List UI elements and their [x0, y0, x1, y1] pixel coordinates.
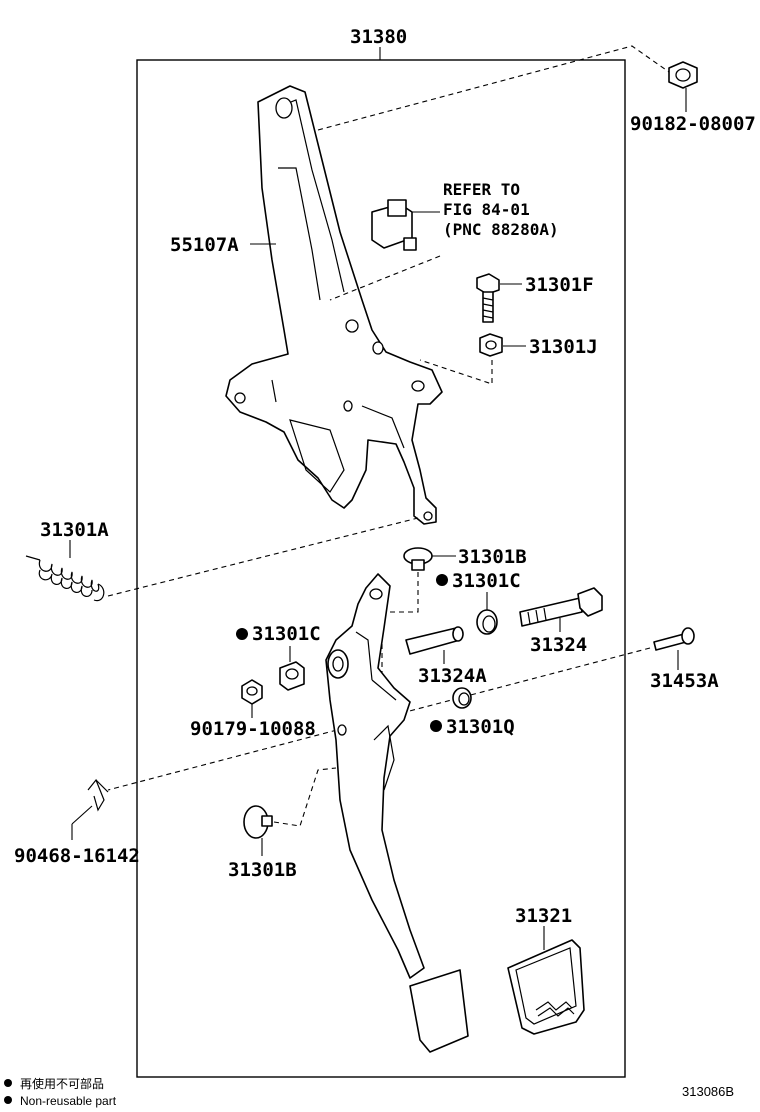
part-31301J-nut[interactable]	[479, 333, 503, 357]
part-31301C-left-bushing[interactable]	[279, 661, 305, 691]
label-31301Q[interactable]: 31301Q	[446, 716, 515, 738]
part-31453A-pin[interactable]	[653, 627, 695, 651]
marker-31301C-right	[436, 574, 448, 586]
label-90179-10088[interactable]: 90179-10088	[190, 718, 316, 740]
label-31321[interactable]: 31321	[515, 905, 572, 927]
label-31301C-left[interactable]: 31301C	[252, 623, 321, 645]
part-90468-clip[interactable]	[87, 778, 109, 812]
dash-switch	[329, 255, 441, 301]
refer-line3: (PNC 88280A)	[443, 220, 559, 239]
refer-line2: FIG 84-01	[443, 200, 530, 219]
legend-marker-1	[4, 1079, 12, 1087]
label-31453A[interactable]: 31453A	[650, 670, 719, 692]
part-31301C-right-bushing[interactable]	[476, 609, 498, 635]
label-31301F[interactable]: 31301F	[525, 274, 594, 296]
label-90182-08007[interactable]: 90182-08007	[630, 113, 756, 135]
label-31324A[interactable]: 31324A	[418, 665, 487, 687]
label-31301A[interactable]: 31301A	[40, 519, 109, 541]
part-31324-bolt[interactable]	[519, 587, 603, 627]
label-31301C-right[interactable]: 31301C	[452, 570, 521, 592]
part-31301B-top-stopper[interactable]	[403, 547, 433, 571]
dash-31301B-bottom	[273, 767, 337, 827]
label-31301J[interactable]: 31301J	[529, 336, 598, 358]
part-31301A-spring[interactable]	[25, 555, 105, 602]
part-31301B-bottom-stopper[interactable]	[243, 805, 273, 839]
label-31380[interactable]: 31380	[350, 26, 407, 48]
part-90182-nut[interactable]	[668, 61, 698, 89]
dash-31301J	[419, 359, 493, 385]
part-31321-pedal-pad[interactable]	[507, 939, 585, 1035]
part-brake-pedal-arm[interactable]	[325, 573, 469, 1053]
dash-31301B-top	[381, 572, 419, 690]
legend-marker-2	[4, 1096, 12, 1104]
label-31324[interactable]: 31324	[530, 634, 587, 656]
part-55107A-bracket[interactable]	[225, 85, 443, 525]
label-31301B-bottom[interactable]: 31301B	[228, 859, 297, 881]
figure-id: 313086B	[682, 1084, 734, 1099]
label-90468-16142[interactable]: 90468-16142	[14, 845, 140, 867]
part-31324A-collar[interactable]	[405, 626, 464, 655]
marker-31301Q	[430, 720, 442, 732]
part-31301Q-bushing[interactable]	[452, 687, 472, 709]
assembly-frame	[136, 59, 626, 1078]
legend-text-ja: 再使用不可部品	[20, 1076, 104, 1091]
label-55107A[interactable]: 55107A	[170, 234, 239, 256]
refer-line1: REFER TO	[443, 180, 520, 199]
dash-90182	[317, 45, 670, 131]
legend-text-en: Non-reusable part	[20, 1094, 117, 1108]
part-90179-nut[interactable]	[241, 679, 263, 705]
stop-lamp-switch-ref	[371, 199, 417, 251]
part-31301F-bolt[interactable]	[476, 273, 500, 323]
marker-31301C-left	[236, 628, 248, 640]
label-31301B-top[interactable]: 31301B	[458, 546, 527, 568]
